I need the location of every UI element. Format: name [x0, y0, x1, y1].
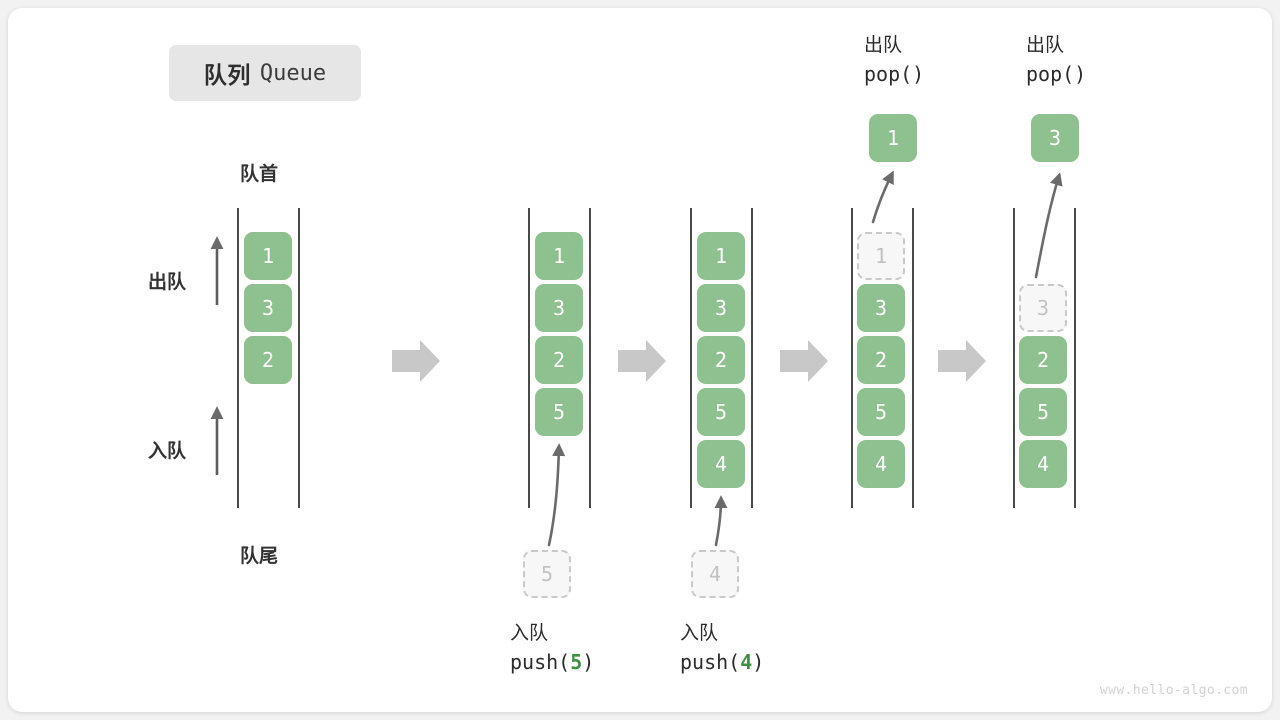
pop-1-caption: 出队 pop() [864, 32, 924, 89]
rail-left-col1 [237, 208, 239, 508]
queue-cell: 2 [535, 336, 583, 384]
rail-right-col4 [912, 208, 914, 508]
queue-cell: 1 [535, 232, 583, 280]
rail-left-col5 [1013, 208, 1015, 508]
rail-left-col3 [690, 208, 692, 508]
queue-cell: 3 [244, 284, 292, 332]
title-english: Queue [259, 60, 327, 86]
incoming-ghost-cell: 4 [691, 550, 739, 598]
push-5-code-suffix: ) [582, 649, 595, 674]
rail-right-col1 [298, 208, 300, 508]
rail-right-col3 [751, 208, 753, 508]
popped-ghost-cell: 3 [1019, 284, 1067, 332]
enqueue-label: 入队 [148, 441, 187, 462]
watermark: www.hello-algo.com [1099, 683, 1248, 698]
push-4-code-prefix: push( [680, 649, 741, 674]
title-chinese: 队列 [203, 62, 251, 88]
diagram-card [8, 8, 1272, 712]
push-4-code-arg: 4 [740, 649, 753, 674]
queue-cell: 2 [244, 336, 292, 384]
rail-left-col2 [528, 208, 530, 508]
rail-right-col5 [1074, 208, 1076, 508]
queue-cell: 3 [535, 284, 583, 332]
queue-cell: 5 [535, 388, 583, 436]
push-5-code-arg: 5 [570, 649, 583, 674]
queue-cell: 5 [1019, 388, 1067, 436]
queue-cell: 4 [857, 440, 905, 488]
incoming-ghost-cell: 5 [523, 550, 571, 598]
pop-1-caption-cn: 出队 [864, 35, 903, 56]
queue-cell: 2 [697, 336, 745, 384]
popped-ghost-cell: 1 [857, 232, 905, 280]
queue-cell: 2 [857, 336, 905, 384]
queue-cell: 4 [1019, 440, 1067, 488]
pop-3-caption-cn: 出队 [1026, 35, 1065, 56]
push-4-caption: 入队 push(4) [680, 620, 764, 677]
pop-1-caption-code: pop() [864, 61, 925, 86]
queue-cell: 3 [857, 284, 905, 332]
queue-cell: 2 [1019, 336, 1067, 384]
rear-label: 队尾 [240, 546, 279, 567]
push-5-caption-code: push(5) [510, 648, 594, 677]
pop-3-caption-code: pop() [1026, 61, 1087, 86]
push-5-caption-cn: 入队 [510, 623, 549, 644]
title-badge: 队列 Queue [169, 45, 361, 101]
queue-cell: 3 [697, 284, 745, 332]
pop-3-caption: 出队 pop() [1026, 32, 1086, 89]
queue-cell: 1 [697, 232, 745, 280]
push-4-caption-cn: 入队 [680, 623, 719, 644]
dequeue-label: 出队 [148, 272, 187, 293]
pop-result-cell: 1 [869, 114, 917, 162]
queue-cell: 4 [697, 440, 745, 488]
pop-result-cell: 3 [1031, 114, 1079, 162]
push-4-code-suffix: ) [752, 649, 765, 674]
rail-left-col4 [851, 208, 853, 508]
queue-cell: 1 [244, 232, 292, 280]
rail-right-col2 [589, 208, 591, 508]
queue-cell: 5 [857, 388, 905, 436]
queue-cell: 5 [697, 388, 745, 436]
push-5-caption: 入队 push(5) [510, 620, 594, 677]
push-4-caption-code: push(4) [680, 648, 764, 677]
front-label: 队首 [240, 164, 279, 185]
push-5-code-prefix: push( [510, 649, 571, 674]
